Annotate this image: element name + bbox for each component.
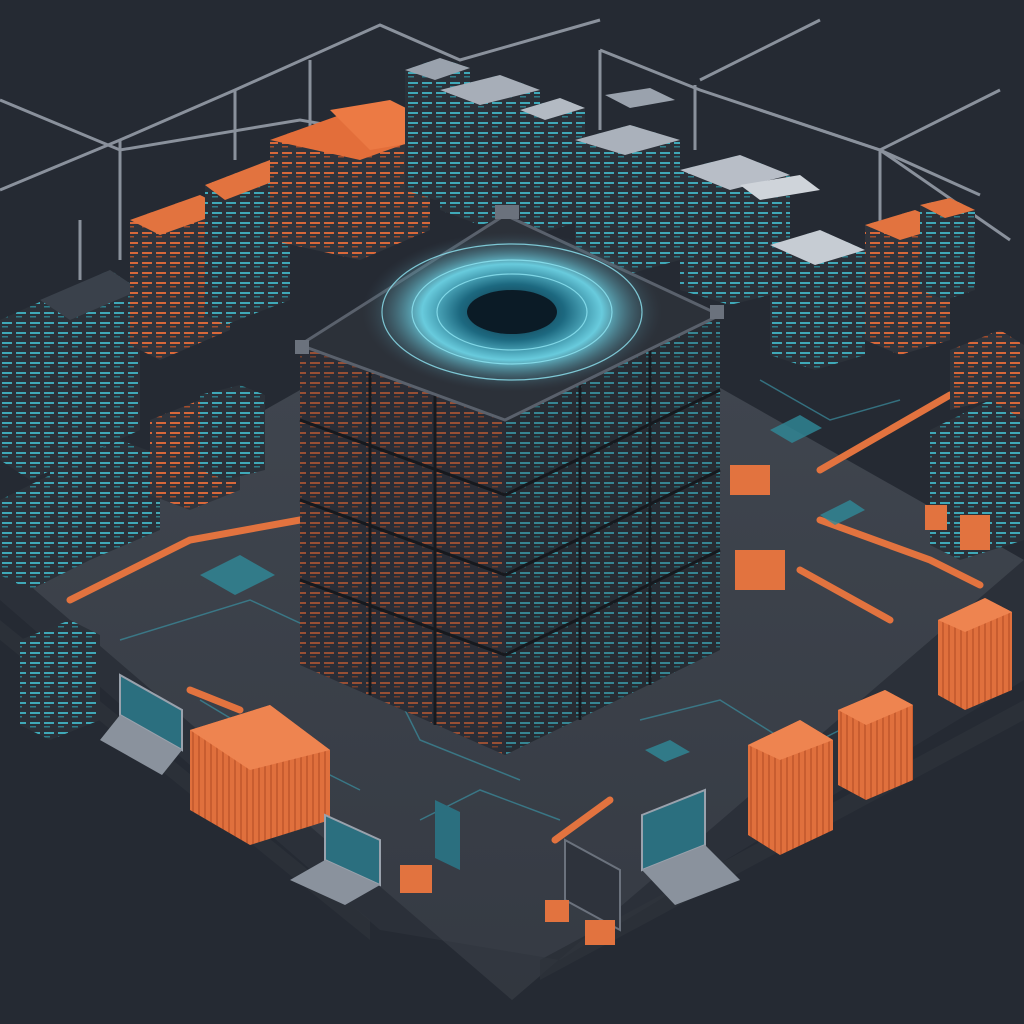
shipping-containers [190, 465, 1012, 855]
vortex-icon [381, 243, 643, 381]
terminal-kiosks [20, 620, 621, 945]
server-rack-row-back-left [0, 100, 430, 480]
laptop-icon [100, 673, 183, 775]
server-rack-row-back-right [680, 155, 975, 370]
server-rack-cluster-right [925, 330, 1024, 560]
container-icon [190, 705, 330, 845]
server-rack-row-left [0, 385, 265, 590]
floor-panels [200, 415, 865, 762]
cable-conduits [66, 391, 984, 844]
laptops [100, 673, 740, 905]
tower-right-face [505, 315, 720, 755]
server-rack-row-back-center [405, 58, 680, 275]
central-server-tower [295, 205, 724, 755]
tower-left-face [300, 345, 505, 755]
overhead-pipes [0, 18, 1011, 280]
